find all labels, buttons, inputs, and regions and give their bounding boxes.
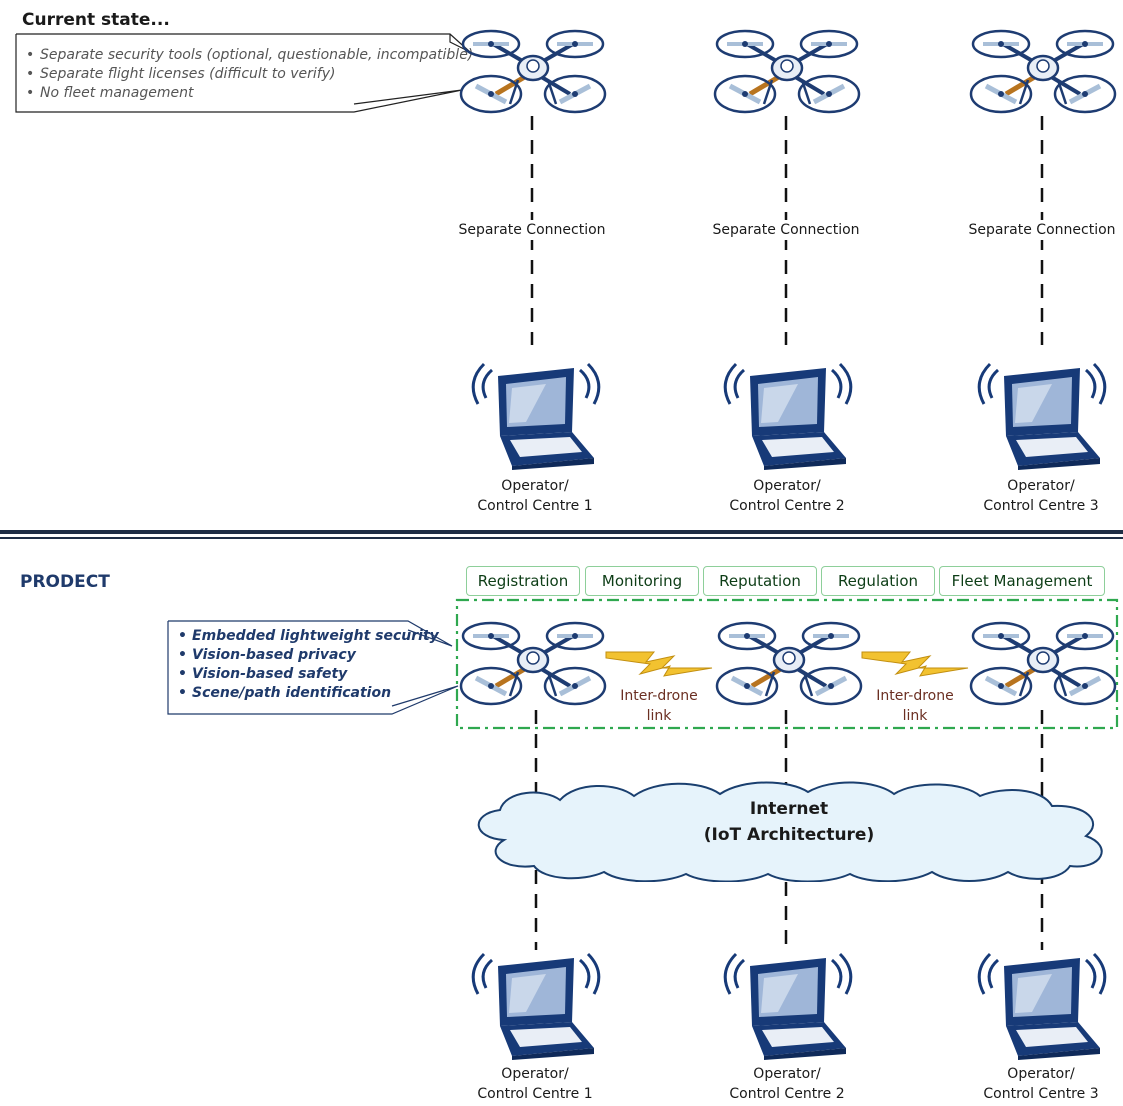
connection-label-1: Separate Connection	[452, 220, 612, 240]
prodect-bullet: Vision-based safety	[172, 665, 439, 684]
prodect-bullet: Scene/path identification	[172, 684, 439, 703]
operator-label-1: Operator/ Control Centre 1	[477, 478, 593, 514]
inter-drone-link-2	[860, 644, 970, 684]
lightning-icon	[860, 644, 970, 684]
current-callout: Separate security tools (optional, quest…	[20, 46, 473, 103]
quadcopter-icon	[714, 614, 864, 714]
current-bullet: No fleet management	[20, 84, 473, 103]
inter-drone-link-label-2: Inter-drone link	[876, 688, 954, 724]
laptop-wireless-icon	[718, 930, 858, 1060]
laptop-wireless-icon	[466, 930, 606, 1060]
drone-2	[712, 22, 862, 122]
laptop-wireless-icon	[718, 340, 858, 470]
laptop-wireless-icon	[466, 340, 606, 470]
quadcopter-icon	[968, 614, 1118, 714]
service-monitoring: Monitoring	[585, 566, 699, 596]
internet-cloud-label: Internet (IoT Architecture)	[703, 799, 875, 845]
operator-laptop-3	[972, 340, 1112, 470]
prodect-callout: Embedded lightweight security Vision-bas…	[172, 627, 439, 703]
prodect-operator-label-3: Operator/ Control Centre 3	[983, 1066, 1099, 1102]
connection-label-2: Separate Connection	[706, 220, 866, 240]
current-bullet: Separate flight licenses (difficult to v…	[20, 65, 473, 84]
inter-drone-link-1	[604, 644, 714, 684]
operator-laptop-2	[718, 340, 858, 470]
inter-drone-link-label-1: Inter-drone link	[620, 688, 698, 724]
service-regulation: Regulation	[821, 566, 935, 596]
service-fleet-management: Fleet Management	[939, 566, 1105, 596]
drone-1	[458, 22, 608, 122]
laptop-wireless-icon	[972, 340, 1112, 470]
service-registration: Registration	[466, 566, 580, 596]
operator-label-3: Operator/ Control Centre 3	[983, 478, 1099, 514]
prodect-drone-1	[458, 614, 608, 714]
drone-3	[968, 22, 1118, 122]
laptop-wireless-icon	[972, 930, 1112, 1060]
operator-label-2: Operator/ Control Centre 2	[729, 478, 845, 514]
prodect-laptop-2	[718, 930, 858, 1060]
section-divider-thin	[0, 537, 1123, 539]
prodect-drone-2	[714, 614, 864, 714]
prodect-operator-label-1: Operator/ Control Centre 1	[477, 1066, 593, 1102]
current-bullet: Separate security tools (optional, quest…	[20, 46, 473, 65]
section-divider	[0, 530, 1123, 534]
prodect-bullet: Vision-based privacy	[172, 646, 439, 665]
quadcopter-icon	[458, 22, 608, 122]
prodect-drone-3	[968, 614, 1118, 714]
service-reputation: Reputation	[703, 566, 817, 596]
connection-label-3: Separate Connection	[962, 220, 1122, 240]
prodect-operator-label-2: Operator/ Control Centre 2	[729, 1066, 845, 1102]
operator-laptop-1	[466, 340, 606, 470]
quadcopter-icon	[968, 22, 1118, 122]
internet-cloud	[464, 778, 1123, 882]
current-state-title: Current state...	[22, 10, 170, 30]
prodect-laptop-3	[972, 930, 1112, 1060]
cloud-icon	[477, 781, 1103, 882]
quadcopter-icon	[712, 22, 862, 122]
prodect-bullet: Embedded lightweight security	[172, 627, 439, 646]
quadcopter-icon	[458, 614, 608, 714]
prodect-title: PRODECT	[20, 572, 110, 592]
lightning-icon	[604, 644, 714, 684]
prodect-laptop-1	[466, 930, 606, 1060]
